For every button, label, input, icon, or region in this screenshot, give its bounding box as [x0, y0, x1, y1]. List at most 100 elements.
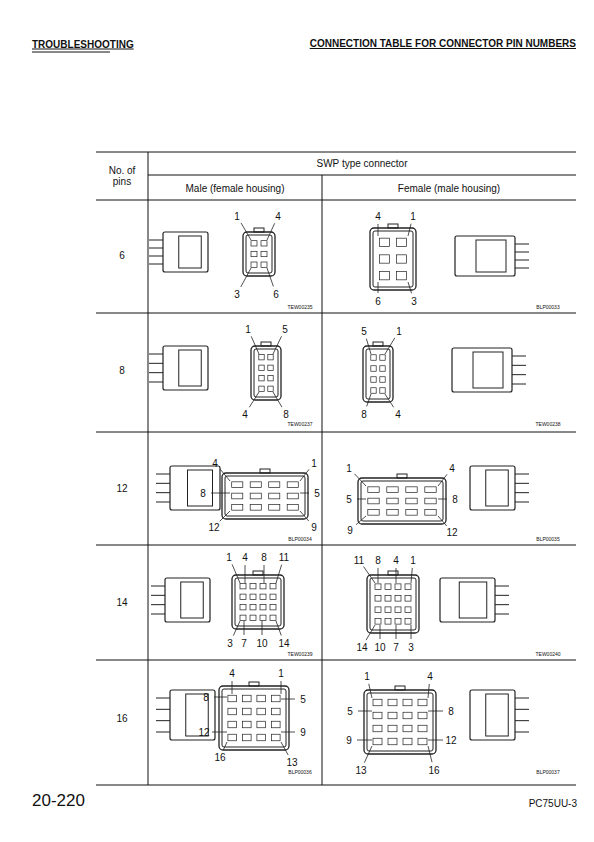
pin-number: 10	[374, 642, 385, 653]
pin-cavity	[405, 595, 411, 601]
pin-cavity	[228, 734, 237, 741]
pin-cavity	[373, 699, 382, 706]
pin-cavity	[259, 376, 264, 381]
pin-cavity	[385, 607, 391, 613]
leader-line	[281, 732, 295, 733]
lock-tab	[388, 224, 398, 228]
pin-cavity	[268, 355, 273, 360]
leader-line	[364, 567, 375, 583]
pin-cavity	[368, 510, 379, 516]
wire	[156, 492, 170, 493]
pin-cavity	[271, 721, 280, 728]
table-text: PC75UU-3	[529, 798, 577, 809]
wire	[149, 256, 163, 257]
pin-number: 8	[200, 488, 206, 499]
leader-line	[366, 339, 371, 354]
table-text: SWP type connector	[317, 158, 408, 169]
wire	[515, 244, 529, 245]
wire	[151, 604, 165, 605]
pin-cavity	[380, 377, 385, 383]
pin-number: 8	[261, 552, 267, 563]
wire	[515, 720, 529, 721]
figure-code: TEW00239	[287, 652, 312, 658]
pin-cavity	[373, 712, 382, 719]
table-text: Female (male housing)	[398, 183, 500, 194]
leader-line	[358, 711, 372, 712]
pin-cavity	[395, 618, 401, 624]
pin-cavity	[260, 584, 266, 589]
housing-body	[179, 236, 202, 268]
figure-code: TEW00238	[535, 422, 560, 428]
pin-number: 11	[354, 555, 364, 566]
wire	[156, 709, 170, 710]
pin-cavity	[385, 618, 391, 624]
pin-cavity	[380, 388, 385, 394]
pin-number: 1	[311, 458, 317, 469]
pin-cavity	[368, 487, 379, 493]
lock-tab	[254, 228, 264, 232]
housing-body	[486, 470, 509, 506]
connector-face	[219, 686, 289, 750]
wire	[495, 586, 509, 587]
pin-cavity	[232, 505, 243, 511]
leader-line	[354, 474, 366, 486]
pin-number: 14	[278, 638, 289, 649]
pin-cavity	[387, 487, 398, 493]
pin-cavity	[406, 510, 417, 516]
pin-number: 1	[396, 326, 402, 337]
pin-cavity	[373, 738, 382, 745]
connector-face	[364, 690, 436, 754]
pin-cavity	[418, 712, 427, 719]
connector-face	[232, 575, 284, 629]
table-text: No. of pins	[104, 165, 140, 187]
pin-cavity	[373, 725, 382, 732]
leader-line	[408, 282, 412, 293]
wire	[515, 492, 529, 493]
pin-cavity	[261, 241, 267, 246]
connector-rim	[370, 578, 416, 630]
wire	[515, 732, 529, 733]
pin-cavity	[387, 510, 398, 516]
wire	[515, 260, 529, 261]
pin-cavity	[268, 376, 273, 381]
wire	[149, 240, 163, 241]
pin-cavity	[250, 615, 256, 620]
pin-cavity	[388, 699, 397, 706]
pin-cavity	[240, 615, 246, 620]
pin-cavity	[388, 725, 397, 732]
pin-number: 5	[300, 694, 306, 705]
leader-line	[212, 732, 227, 733]
housing-body	[188, 470, 213, 506]
pin-number: 4	[427, 671, 433, 682]
pin-cavity	[251, 251, 257, 256]
pin-cavity	[380, 366, 385, 372]
wire	[495, 595, 509, 596]
wire	[156, 698, 170, 699]
pin-number: 8	[448, 706, 454, 717]
pin-cavity	[250, 594, 256, 599]
leader-line	[411, 568, 412, 583]
table-text: 16	[116, 713, 127, 724]
pin-number: 4	[393, 555, 399, 566]
pin-number: 12	[198, 727, 209, 738]
pin-number: 12	[208, 522, 219, 533]
leader-line	[264, 565, 265, 583]
pin-cavity	[380, 355, 385, 361]
pin-cavity	[242, 708, 251, 715]
leader-line	[366, 625, 375, 640]
pin-cavity	[268, 365, 273, 370]
pin-cavity	[371, 388, 376, 394]
leader-line	[241, 268, 251, 287]
wire	[156, 732, 170, 733]
table-text: 20-220	[32, 792, 85, 811]
pin-cavity	[403, 738, 412, 745]
pin-number: 4	[275, 211, 281, 222]
leader-line	[232, 681, 233, 694]
wire	[515, 698, 529, 699]
connector-side	[455, 236, 515, 276]
pin-cavity	[269, 482, 280, 488]
pin-cavity	[406, 487, 417, 493]
pin-cavity	[228, 708, 237, 715]
connector-side	[470, 690, 515, 740]
pin-cavity	[375, 595, 381, 601]
